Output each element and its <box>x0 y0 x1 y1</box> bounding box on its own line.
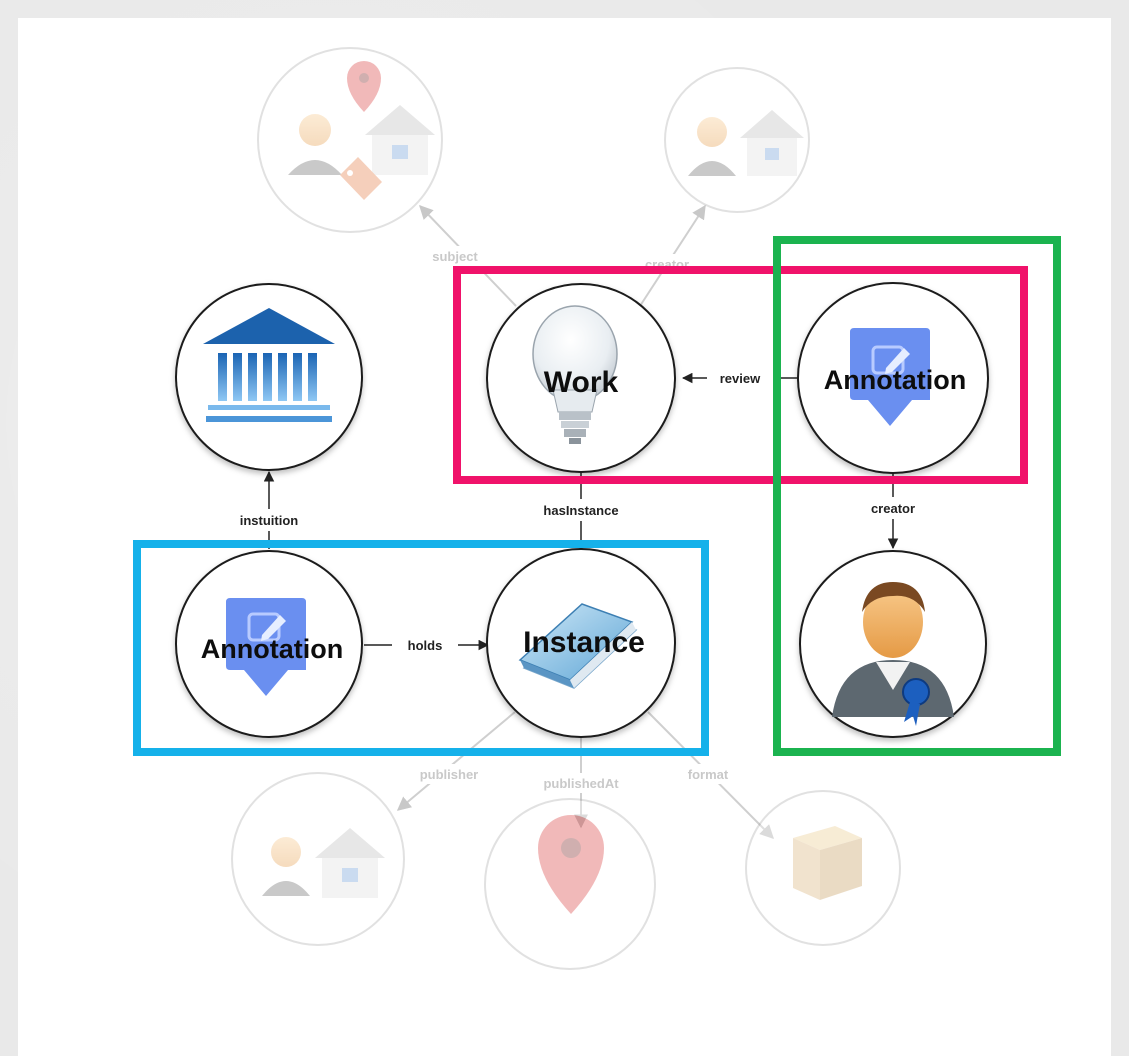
node-work[interactable]: Work <box>486 283 676 473</box>
house-icon <box>740 110 804 176</box>
box-icon <box>793 826 862 900</box>
instuition-edge-label: instuition <box>240 513 299 528</box>
holds-label-bg <box>392 636 458 654</box>
person-icon <box>262 837 310 896</box>
review-label-bg <box>707 369 773 387</box>
faded-node-format <box>745 790 901 946</box>
node-annotation-review[interactable]: Annotation <box>797 282 989 474</box>
creator-edge-label: creator <box>871 501 915 516</box>
house-icon <box>315 828 385 898</box>
diagram-panel <box>18 18 1111 1056</box>
annotation-holds-label: Annotation <box>201 634 343 664</box>
tag-icon <box>340 157 382 200</box>
lightbulb-icon <box>532 305 618 444</box>
format-label-bg <box>677 764 739 784</box>
publisher-edge-label: publisher <box>420 767 479 782</box>
node-instance[interactable]: Instance <box>486 548 676 738</box>
faded-node-publisher <box>231 772 405 946</box>
annotation-icon <box>850 328 930 426</box>
faded-node-place <box>484 798 656 970</box>
faded-node-subject <box>257 47 443 233</box>
annotation-creator-highlight <box>773 236 1061 756</box>
hasinstance-edge-label: hasInstance <box>543 503 618 518</box>
work-label: Work <box>544 366 619 399</box>
person-icon <box>288 114 342 175</box>
person-with-ribbon-icon <box>832 582 954 726</box>
book-icon <box>518 603 638 689</box>
node-creator-person[interactable] <box>799 550 987 738</box>
publisher-edge <box>396 711 516 811</box>
annotation-review-label: Annotation <box>824 365 966 395</box>
annotation-icon <box>226 598 306 696</box>
node-annotation-holds[interactable]: Annotation <box>175 550 363 738</box>
holds-edge-label: holds <box>408 638 443 653</box>
node-institution[interactable] <box>175 283 363 471</box>
subject-label-bg <box>425 246 485 266</box>
person-icon <box>688 117 736 176</box>
institution-building-icon <box>203 308 335 422</box>
publishedAt-label-bg <box>526 773 636 793</box>
hasinstance-label-bg <box>527 499 635 521</box>
faded-node-creator-top <box>664 67 810 213</box>
instance-group-highlight <box>133 540 709 756</box>
creator-label-bg <box>858 497 928 519</box>
publishedAt-edge-label: publishedAt <box>543 776 619 791</box>
house-icon <box>365 105 435 175</box>
publisher-label-bg <box>411 764 487 784</box>
review-edge-label: review <box>720 371 761 386</box>
instance-label: Instance <box>523 626 645 659</box>
map-pin-icon <box>347 61 381 112</box>
format-edge-label: format <box>688 767 729 782</box>
subject-edge-label: subject <box>432 249 478 264</box>
work-review-highlight <box>453 266 1028 484</box>
instuition-label-bg <box>222 509 316 531</box>
map-pin-icon <box>538 815 604 914</box>
